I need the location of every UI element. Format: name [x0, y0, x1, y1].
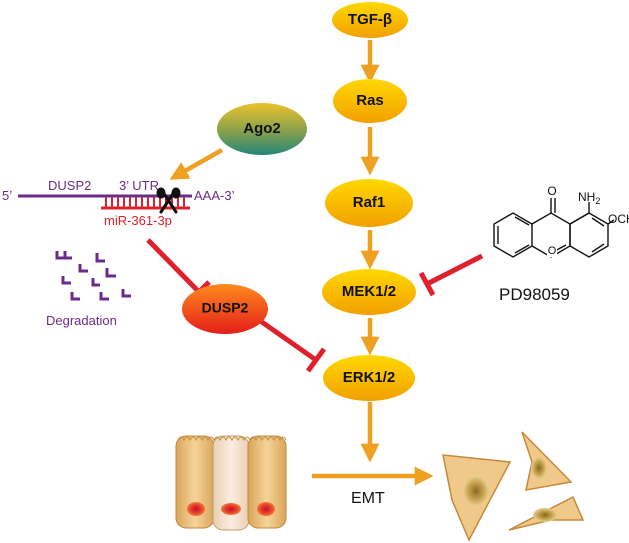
- cascade-arrows: [169, 40, 434, 486]
- inhibit-pd98059-mek: [418, 253, 484, 297]
- mrna-gene-label: DUSP2: [48, 178, 91, 193]
- epithelial-cells: [175, 435, 287, 531]
- epithelial-cell-right: [247, 435, 287, 529]
- mrna-polya-label: AAA-3’: [194, 188, 235, 203]
- node-dusp2-label: DUSP2: [202, 300, 249, 316]
- atom-ring-o: O: [548, 245, 557, 257]
- scissors-icon: [156, 187, 181, 214]
- node-ago2-label: Ago2: [243, 120, 281, 137]
- pd98059-label: PD98059: [499, 285, 570, 304]
- node-mek-label: MEK1/2: [342, 283, 396, 300]
- node-dusp2: DUSP2: [182, 284, 268, 334]
- emt-label: EMT: [351, 490, 385, 507]
- nucleus-left: [187, 502, 205, 516]
- node-tgfb-label: TGF-β: [348, 11, 392, 28]
- arrow-ago2-mrna: [169, 148, 224, 180]
- node-ras: Ras: [333, 79, 407, 123]
- nucleus-middle: [221, 503, 241, 515]
- node-tgfb: TGF-β: [332, 2, 408, 38]
- atom-methoxy: OCH3: [608, 212, 629, 228]
- mesenchymal-cell-upper: [521, 431, 573, 491]
- node-erk-label: ERK1/2: [343, 369, 396, 386]
- mrna-5prime-label: 5’: [2, 188, 12, 203]
- node-ago2: Ago2: [217, 103, 307, 155]
- mirna-label: miR-361-3p: [104, 213, 172, 228]
- degradation-label: Degradation: [46, 313, 117, 328]
- node-ras-label: Ras: [356, 92, 384, 109]
- atom-carbonyl-o: O: [547, 184, 556, 198]
- mesenchymal-cells: [442, 431, 585, 542]
- node-erk: ERK1/2: [323, 355, 415, 401]
- node-mek: MEK1/2: [322, 269, 416, 315]
- mrna-mirna-duplex: 5’ DUSP2 3’ UTR AAA-3’ miR-361-3p: [2, 178, 235, 228]
- inhibit-dusp2-erk: [257, 317, 327, 373]
- pd98059-atoms: O O NH2 OCH3: [547, 184, 629, 257]
- node-raf1-label: Raf1: [353, 194, 386, 211]
- epithelial-cell-middle: [212, 435, 250, 531]
- node-raf1: Raf1: [325, 179, 413, 227]
- nucleus-right: [257, 502, 275, 516]
- mrna-fragments: [55, 251, 131, 301]
- atom-amine: NH2: [578, 190, 600, 206]
- mrna-utr-label: 3’ UTR: [119, 178, 159, 193]
